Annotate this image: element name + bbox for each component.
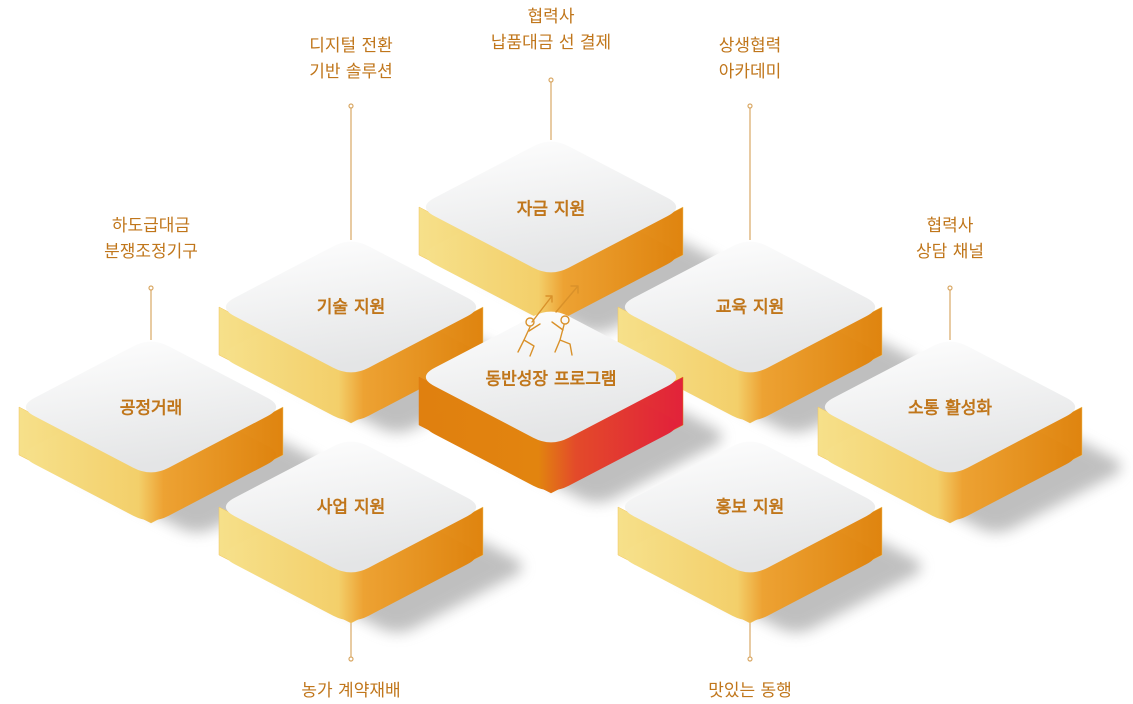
tile-promo xyxy=(617,441,922,633)
tile-label-promo: 홍보 지원 xyxy=(715,497,785,518)
tile-label-business: 사업 지원 xyxy=(316,497,386,518)
tile-top xyxy=(225,241,477,373)
tile-center xyxy=(418,311,723,503)
connector-dot xyxy=(548,77,554,83)
connector-dot xyxy=(747,103,753,109)
tile-top xyxy=(425,311,677,443)
tile-business xyxy=(218,441,523,633)
tile-label-fair: 공정거래 xyxy=(119,398,183,419)
tile-top xyxy=(225,441,477,573)
callout-finance: 협력사 납품대금 선 결제 xyxy=(490,7,612,53)
callout-tech: 디지털 전환 기반 솔루션 xyxy=(309,36,393,82)
connector-dot xyxy=(947,285,953,291)
tile-label-finance: 자금 지원 xyxy=(516,199,586,220)
tile-top xyxy=(425,141,677,273)
connector-dot xyxy=(348,103,354,109)
callout-lines xyxy=(148,77,953,662)
tile-label-tech: 기술 지원 xyxy=(316,297,386,318)
tile-label-education: 교육 지원 xyxy=(715,297,785,318)
tile-top xyxy=(824,341,1076,473)
callout-business: 농가 계약재배 xyxy=(301,681,401,701)
callout-education: 상생협력 아카데미 xyxy=(718,36,782,82)
callout-fair: 하도급대금 분쟁조정기구 xyxy=(104,216,198,262)
tile-top xyxy=(624,241,876,373)
callout-promo: 맛있는 동행 xyxy=(708,681,792,701)
tile-label-comm: 소통 활성화 xyxy=(907,398,993,419)
tile-comm xyxy=(817,341,1122,533)
connector-dot xyxy=(148,285,154,291)
tile-top xyxy=(624,441,876,573)
tile-education xyxy=(617,241,922,433)
connector-dot xyxy=(348,656,354,662)
callout-comm: 협력사 상담 채널 xyxy=(916,216,984,262)
growth-people-icon xyxy=(517,285,579,357)
tile-label-center: 동반성장 프로그램 xyxy=(485,369,617,390)
tile-top xyxy=(25,341,277,473)
tiles-layer xyxy=(18,141,1122,633)
connector-dot xyxy=(747,656,753,662)
